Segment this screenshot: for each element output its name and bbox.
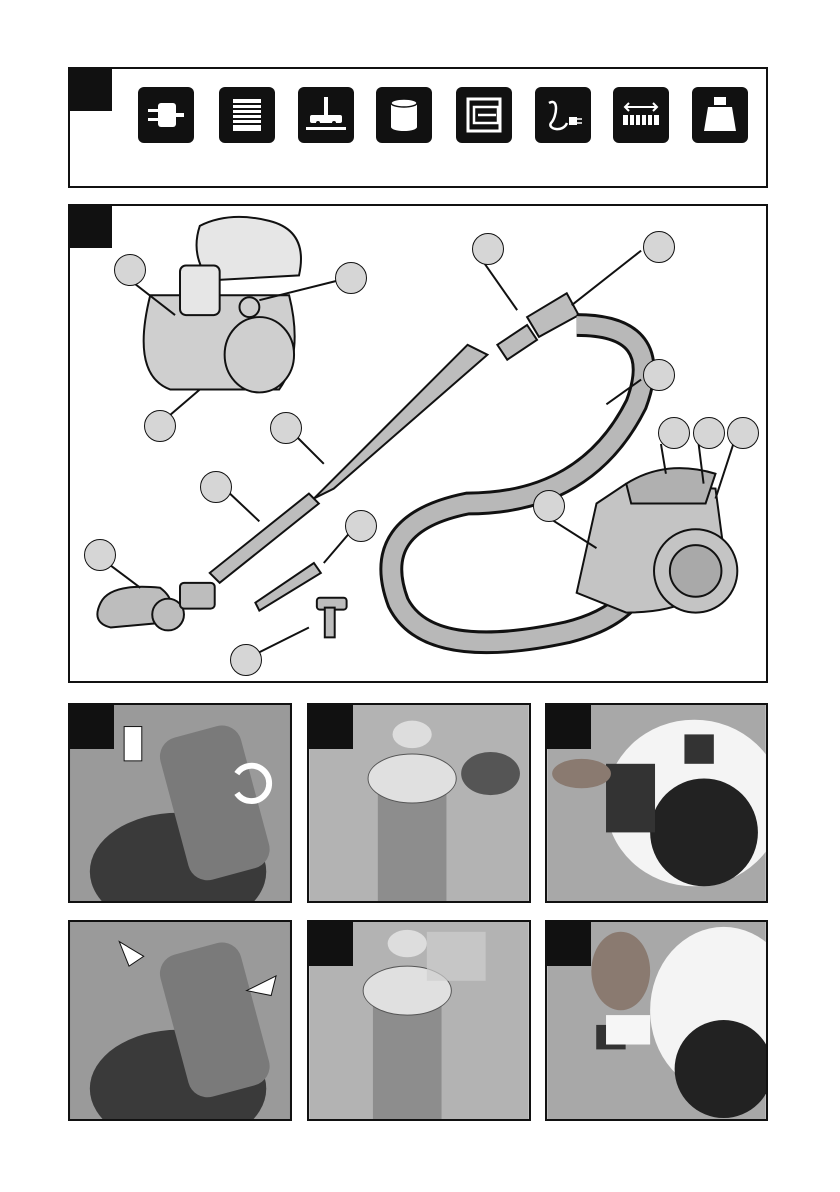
photo-rear-filter-top <box>545 703 768 903</box>
callout-marker <box>144 410 176 442</box>
step-marker <box>309 922 353 966</box>
callout-marker <box>200 471 232 503</box>
weight-icon <box>692 87 748 143</box>
photo-filter-top <box>307 703 531 903</box>
floor-brush <box>97 583 214 631</box>
callout-marker <box>230 644 262 676</box>
callout-marker <box>727 417 759 449</box>
floor-brush-icon <box>298 87 354 143</box>
photo-remove-container-bottom <box>68 920 292 1121</box>
callout-marker <box>345 510 377 542</box>
callout-marker <box>643 359 675 391</box>
callout-marker <box>472 233 504 265</box>
callout-marker <box>270 412 302 444</box>
callout-marker <box>643 231 675 263</box>
photo-rear-filter-bottom <box>545 920 768 1121</box>
hose-insert-icon <box>456 87 512 143</box>
filter-grid-icon <box>219 87 275 143</box>
power-plug-icon <box>138 87 194 143</box>
callout-marker <box>658 417 690 449</box>
specifications-panel <box>68 67 768 188</box>
cord-length-icon <box>613 87 669 143</box>
dust-container-icon <box>376 87 432 143</box>
callout-marker <box>84 539 116 571</box>
crevice-tool <box>255 563 320 611</box>
callout-marker <box>335 262 367 294</box>
step-marker <box>70 705 114 749</box>
vacuum-rear-view <box>144 217 301 393</box>
photo-filter-bottom <box>307 920 531 1121</box>
upholstery-brush <box>317 598 347 638</box>
step-marker <box>547 922 591 966</box>
vacuum-body <box>577 468 738 612</box>
step-marker <box>547 705 591 749</box>
panel-marker <box>70 69 112 111</box>
callout-marker <box>533 490 565 522</box>
callout-marker <box>693 417 725 449</box>
power-cord-icon <box>535 87 591 143</box>
step-marker <box>309 705 353 749</box>
parts-diagram-panel <box>68 204 768 683</box>
photo-remove-container-top <box>68 703 292 903</box>
callout-marker <box>114 254 146 286</box>
